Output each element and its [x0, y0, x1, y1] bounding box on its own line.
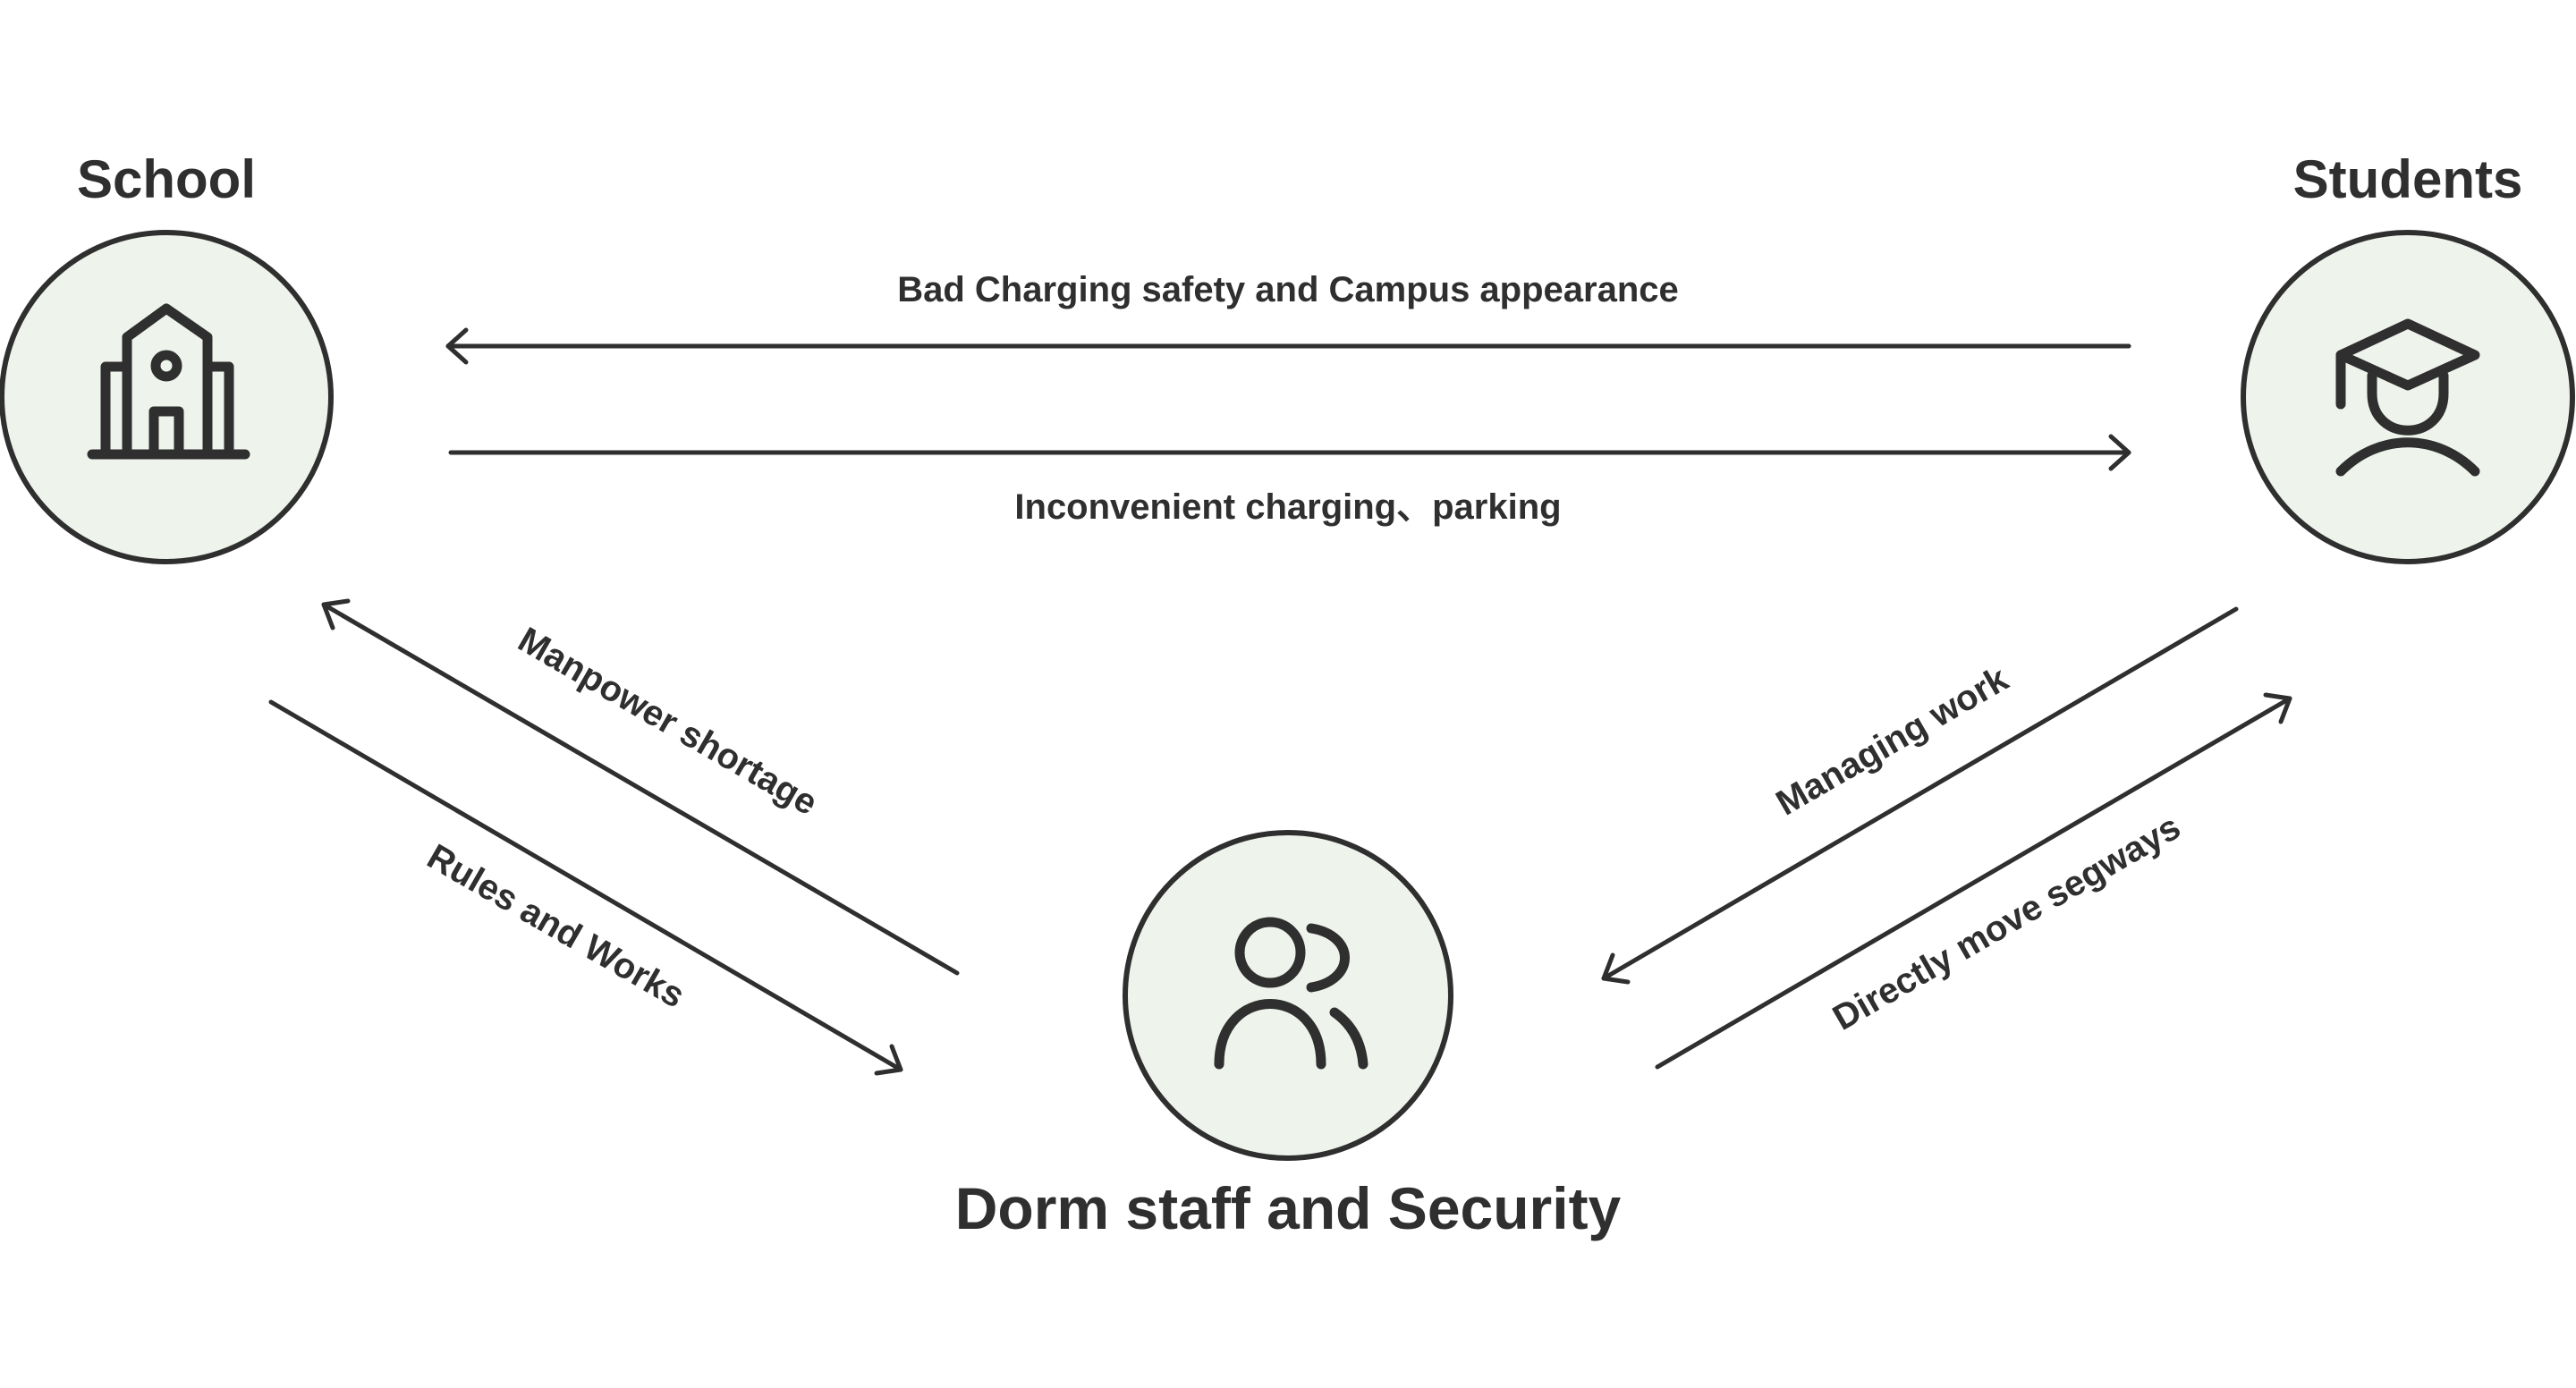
- edge-school-to-students: Inconvenient charging、parking: [448, 434, 2131, 527]
- arrow-staff-to-students: [1655, 696, 2292, 1070]
- users-group-icon: [1214, 917, 1368, 1070]
- students-node: Students: [2241, 149, 2575, 564]
- school-building-icon: [87, 303, 250, 460]
- school-title: School: [77, 149, 256, 209]
- graduation-cap-student-icon: [2335, 318, 2480, 477]
- label-school-to-staff: Rules and Works: [420, 837, 691, 1016]
- edge-staff-to-students: Directly move segways: [1655, 692, 2292, 1070]
- arrowhead-down-right: [874, 1044, 903, 1076]
- label-students-to-staff: Managing work: [1769, 659, 2015, 824]
- label-students-to-school: Bad Charging safety and Campus appearanc…: [897, 270, 1679, 309]
- arrow-students-to-staff: [1601, 606, 2239, 981]
- label-staff-to-school: Manpower shortage: [512, 620, 824, 823]
- arrowhead-right: [2108, 434, 2131, 471]
- arrowhead-up-left: [321, 598, 351, 631]
- school-circle: [0, 230, 334, 564]
- arrow-staff-to-school: [321, 602, 960, 976]
- school-node: School: [0, 149, 334, 564]
- staff-title: Dorm staff and Security: [955, 1175, 1622, 1241]
- arrowhead-left: [445, 327, 469, 365]
- label-school-to-students: Inconvenient charging、parking: [1014, 487, 1561, 527]
- students-title: Students: [2293, 149, 2523, 209]
- arrowhead-up-right: [2263, 692, 2292, 724]
- arrow-school-to-staff: [268, 699, 903, 1072]
- edge-students-to-staff: Managing work: [1601, 606, 2239, 985]
- label-staff-to-students: Directly move segways: [1826, 808, 2187, 1038]
- edge-students-to-school: Bad Charging safety and Campus appearanc…: [445, 270, 2131, 365]
- staff-node: Dorm staff and Security: [955, 830, 1622, 1241]
- students-circle: [2241, 230, 2575, 564]
- arrowhead-down-left: [1601, 952, 1631, 985]
- staff-circle: [1123, 830, 1453, 1161]
